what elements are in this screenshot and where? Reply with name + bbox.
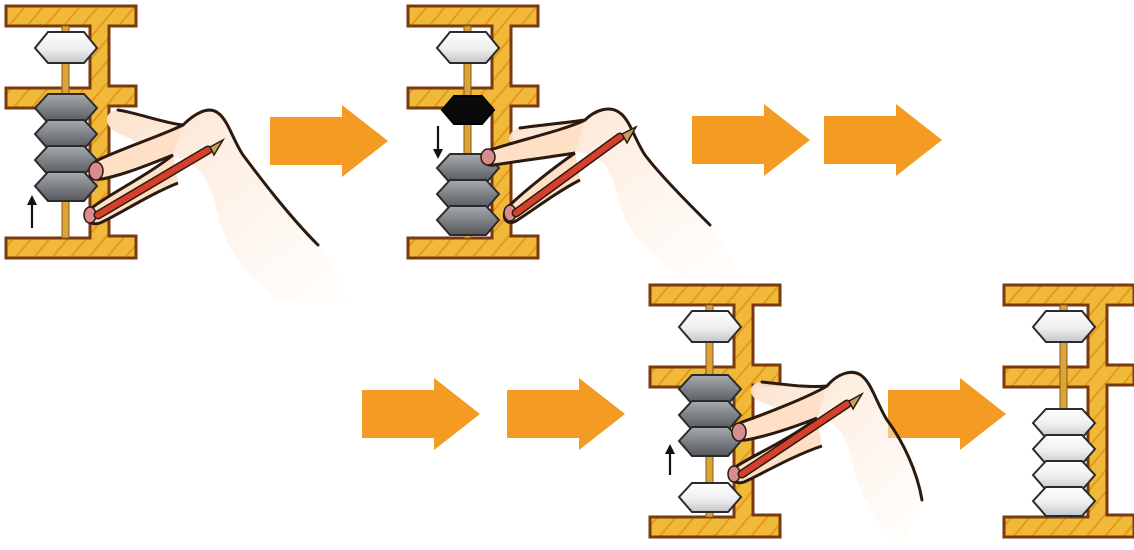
right-arrow-icon xyxy=(692,104,810,176)
earth-beads xyxy=(1033,409,1095,516)
abacus-frame-step-4 xyxy=(1004,285,1134,537)
right-arrow-icon xyxy=(824,104,942,176)
earth-beads xyxy=(35,94,97,201)
earth-bead-white xyxy=(679,483,741,512)
right-arrow-icon xyxy=(507,378,625,450)
right-arrow-icon xyxy=(362,378,480,450)
right-arrow-icon xyxy=(270,105,388,177)
down-arrow-icon xyxy=(433,126,443,159)
up-arrow-icon xyxy=(27,195,37,228)
earth-bead-black xyxy=(442,96,494,124)
heaven-bead-white xyxy=(35,32,97,63)
abacus-frame-step-3 xyxy=(650,285,780,537)
heaven-bead-white xyxy=(679,311,741,342)
heaven-bead-white xyxy=(437,32,499,63)
right-arrow-icon xyxy=(888,378,1006,450)
heaven-bead-white xyxy=(1033,311,1095,342)
up-arrow-icon xyxy=(665,444,675,475)
earth-beads xyxy=(679,375,741,456)
